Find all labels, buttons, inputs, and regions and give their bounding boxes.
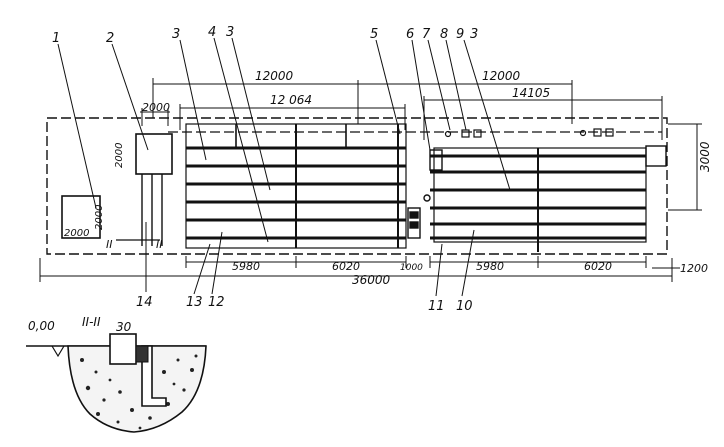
callout-11: 11 <box>428 299 445 314</box>
dim-14105: 14105 <box>512 86 550 100</box>
right-stand <box>429 145 667 252</box>
section-title: II-II <box>82 315 101 329</box>
side-frame-unit <box>407 194 431 239</box>
small-boxes-top-right <box>444 128 614 138</box>
callout-14: 14 <box>136 295 153 310</box>
dim-12000-left: 12000 <box>255 69 294 83</box>
foundation-body <box>67 345 207 433</box>
dim-1200: 1200 <box>680 262 708 275</box>
dim-12064: 12 064 <box>270 93 312 107</box>
site-boundary <box>46 117 668 255</box>
callout-12: 12 <box>208 295 225 310</box>
dim-3000: 3000 <box>698 141 712 172</box>
unit-2-box <box>135 133 173 175</box>
dimension-3000 <box>668 123 702 211</box>
callout-3c: 3 <box>470 27 478 42</box>
dimension-lines-bottom <box>39 256 680 282</box>
elevation-marker <box>51 345 65 358</box>
dim-12000-right: 12000 <box>482 69 521 83</box>
dim-1000: 1000 <box>400 263 423 273</box>
dim-2000-box: 2000 <box>94 205 105 230</box>
callout-3b: 3 <box>226 25 234 40</box>
hatch-block <box>135 345 149 363</box>
dim-2000-left: 2000 <box>114 143 125 168</box>
section-mark-right: II <box>156 238 163 251</box>
dim-36000: 36000 <box>352 273 391 287</box>
callout-2: 2 <box>106 31 114 46</box>
callout-1: 1 <box>52 31 60 46</box>
callout-3a: 3 <box>172 27 180 42</box>
dim-2000-bottom: 2000 <box>64 228 89 239</box>
elevation-label: 0,00 <box>28 319 55 333</box>
callout-8: 8 <box>440 27 448 42</box>
callout-4: 4 <box>208 25 216 40</box>
callout-9: 9 <box>456 27 464 42</box>
callout-leaders <box>57 37 511 297</box>
dim-6020-left: 6020 <box>332 260 360 273</box>
callout-5: 5 <box>370 27 378 42</box>
unit-1-box <box>61 195 101 239</box>
dim-2000-top: 2000 <box>142 101 170 114</box>
dim-5980-right: 5980 <box>476 260 504 273</box>
callout-6: 6 <box>406 27 414 42</box>
callout-10: 10 <box>456 299 473 314</box>
dimension-lines-top <box>140 78 663 140</box>
section-mark-left: II <box>106 238 113 251</box>
dim-5980-left: 5980 <box>232 260 260 273</box>
column-stub <box>109 333 137 365</box>
dim-30: 30 <box>116 320 132 334</box>
dim-6020-right: 6020 <box>584 260 612 273</box>
left-stand <box>185 123 407 249</box>
callout-13: 13 <box>186 295 203 310</box>
callout-7: 7 <box>422 27 431 42</box>
concrete-speckles <box>80 354 198 430</box>
